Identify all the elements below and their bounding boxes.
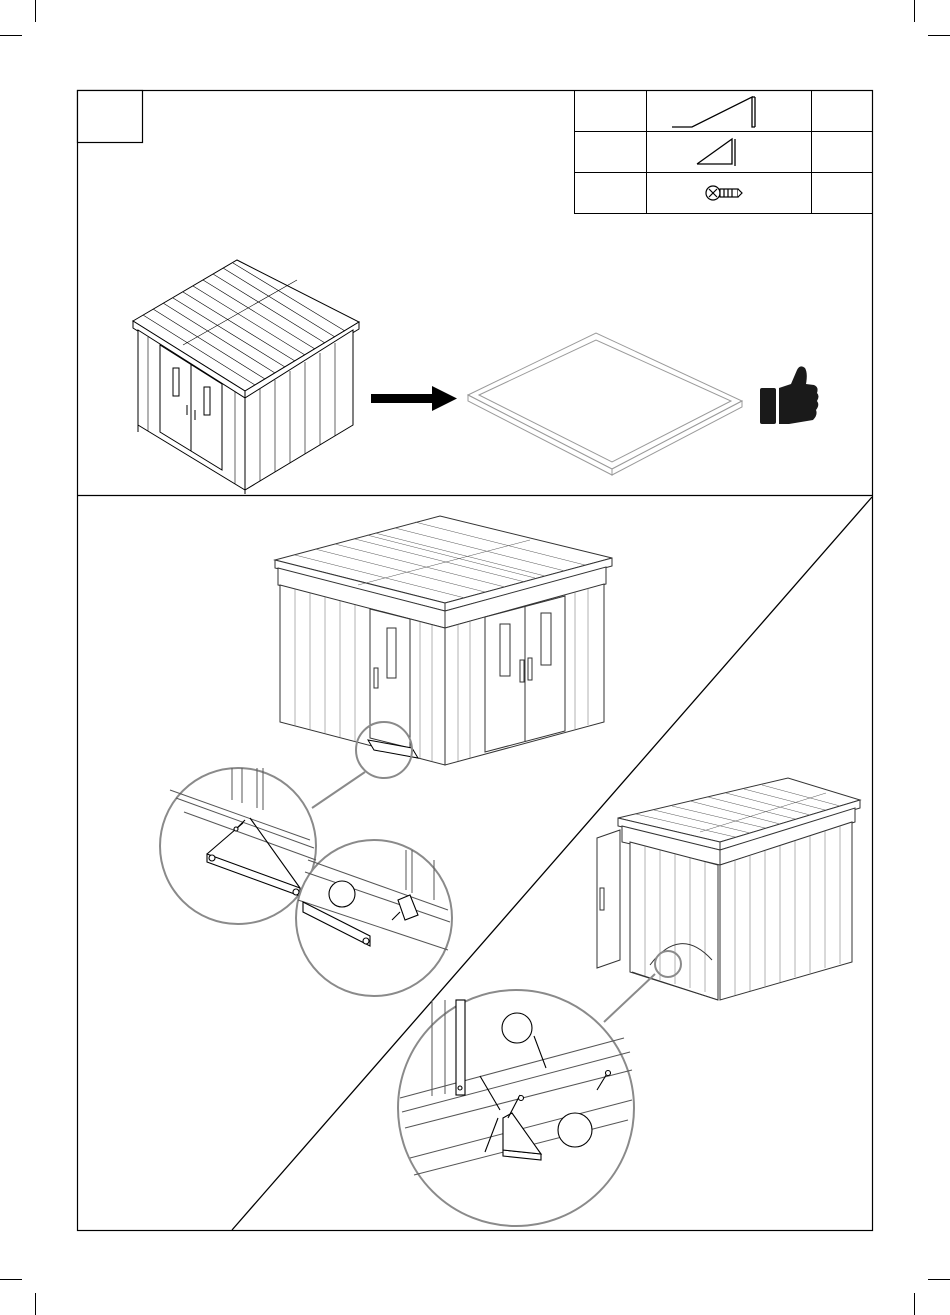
shed-illustration-large [275, 516, 612, 765]
detail-circle-a2 [296, 840, 452, 996]
short-angle-bracket-icon [697, 139, 735, 166]
foundation-frame [468, 333, 742, 475]
part-label-circle-b-bottom [558, 1113, 592, 1147]
part-label-circle-b-top [502, 1013, 532, 1043]
long-angle-bracket-icon [672, 97, 755, 127]
detail-circle-b [398, 990, 634, 1226]
part-label-circle-a [329, 881, 355, 907]
step-number-box [78, 91, 143, 143]
zoom-leader-a [312, 772, 365, 808]
detail-circle-a1 [160, 768, 316, 924]
shed-illustration-small [133, 260, 359, 494]
shed-illustration-open [597, 778, 860, 1000]
screw-icon [706, 186, 742, 200]
zoom-leader-b [604, 974, 655, 1022]
arrow-right-icon [371, 386, 457, 411]
thumbs-up-icon [760, 366, 819, 424]
